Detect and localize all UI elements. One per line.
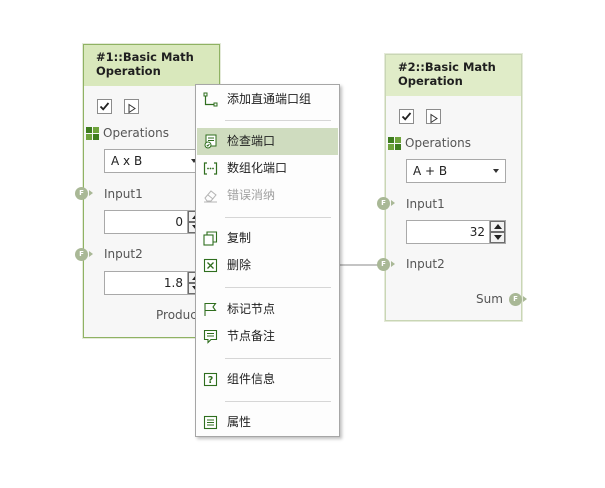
array-port-icon (203, 162, 218, 175)
menu-separator (225, 287, 331, 288)
chevron-down-icon (493, 169, 499, 173)
check-port-icon (204, 134, 217, 149)
properties-icon (203, 415, 218, 430)
connection-wire (340, 264, 382, 266)
menu-item-label: 组件信息 (227, 372, 276, 386)
input2-port[interactable]: F (377, 258, 395, 271)
checkmark-icon (401, 112, 412, 121)
menu-item-component-info[interactable]: ? 组件信息 (197, 366, 338, 393)
output-label: Product (156, 308, 202, 322)
menu-separator (225, 358, 331, 359)
play-icon (128, 103, 136, 114)
input2-port[interactable]: F (75, 248, 93, 261)
output-port[interactable]: F (509, 293, 527, 306)
delete-icon (203, 258, 218, 273)
input1-port[interactable]: F (75, 187, 93, 200)
input1-value: 32 (469, 225, 485, 239)
operations-label: Operations (405, 136, 471, 150)
menu-item-copy[interactable]: 复制 (197, 225, 338, 252)
operations-label: Operations (103, 126, 169, 140)
preview-button[interactable] (426, 109, 441, 124)
menu-item-add-passthrough-port-group[interactable]: 添加直通端口组 (197, 86, 338, 113)
input1-value: 0 (175, 215, 183, 229)
input2-label: Input2 (104, 247, 143, 261)
menu-item-label: 复制 (227, 231, 252, 245)
flag-icon (204, 302, 217, 316)
menu-separator (225, 401, 331, 402)
operations-icon (388, 137, 401, 150)
input2-stepper[interactable]: 1.8 (104, 271, 204, 295)
menu-item-label: 检查端口 (227, 134, 276, 148)
menu-item-node-note[interactable]: 节点备注 (197, 323, 338, 350)
menu-item-label: 错误消纳 (227, 188, 276, 202)
node-1-title[interactable]: #1::Basic Math Operation (84, 45, 219, 86)
context-menu: 添加直通端口组 检查端口 数组化端口 错误消纳 复制 (195, 84, 340, 437)
node-2-title[interactable]: #2::Basic Math Operation (386, 55, 521, 96)
copy-icon (203, 231, 218, 246)
question-icon: ? (203, 372, 218, 386)
operation-select[interactable]: A + B (406, 159, 506, 183)
menu-item-check-port[interactable]: 检查端口 (197, 128, 338, 155)
checkmark-icon (99, 102, 110, 111)
menu-item-label: 删除 (227, 258, 252, 272)
menu-item-flag-node[interactable]: 标记节点 (197, 296, 338, 323)
operation-select[interactable]: A x B (104, 149, 204, 173)
menu-item-array-port[interactable]: 数组化端口 (197, 155, 338, 182)
menu-item-label: 属性 (227, 415, 252, 429)
menu-item-label: 标记节点 (227, 302, 276, 316)
menu-item-label: 数组化端口 (227, 161, 288, 175)
operation-select-value: A + B (413, 164, 448, 178)
enable-checkbox[interactable] (399, 109, 414, 124)
menu-separator (225, 217, 331, 218)
input2-label: Input2 (406, 257, 445, 271)
operation-select-value: A x B (111, 154, 143, 168)
menu-item-error-absorb: 错误消纳 (197, 182, 338, 209)
node-2[interactable]: #2::Basic Math Operation Operations A + … (377, 54, 527, 321)
eraser-icon (204, 190, 217, 203)
input1-label: Input1 (104, 187, 143, 201)
svg-text:?: ? (208, 375, 214, 386)
menu-item-delete[interactable]: 删除 (197, 252, 338, 279)
menu-item-properties[interactable]: 属性 (197, 409, 338, 436)
menu-item-label: 添加直通端口组 (227, 92, 312, 106)
menu-separator (225, 120, 331, 121)
operations-icon (86, 127, 99, 140)
stepper-buttons (489, 221, 505, 243)
input2-value: 1.8 (163, 276, 183, 290)
play-icon (430, 113, 438, 124)
enable-checkbox[interactable] (97, 99, 112, 114)
input1-stepper[interactable]: 0 (104, 210, 204, 234)
passthrough-port-icon (203, 92, 218, 107)
input1-port[interactable]: F (377, 197, 395, 210)
decrement-button[interactable] (490, 232, 505, 243)
preview-button[interactable] (124, 99, 139, 114)
chevron-down-icon (191, 159, 197, 163)
input1-label: Input1 (406, 197, 445, 211)
output-label: Sum (476, 292, 503, 306)
menu-item-label: 节点备注 (227, 329, 276, 343)
note-icon (203, 329, 218, 344)
increment-button[interactable] (490, 221, 505, 232)
input1-stepper[interactable]: 32 (406, 220, 506, 244)
